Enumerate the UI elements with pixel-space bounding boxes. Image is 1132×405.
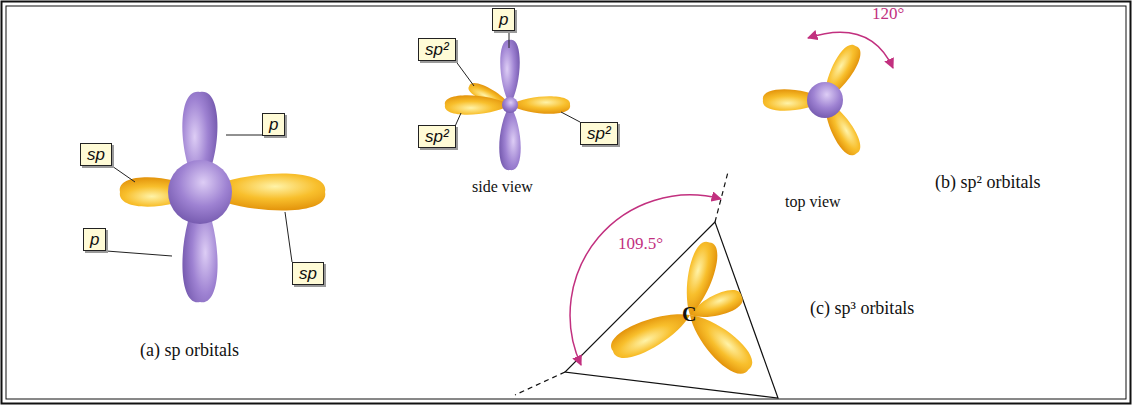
callout-text: sp² — [425, 40, 449, 59]
sp2-side-view-figure — [445, 40, 570, 170]
sp3-tetrahedron-figure — [515, 172, 778, 398]
callout-box: p — [492, 8, 515, 31]
atom-symbol: C — [682, 303, 696, 326]
callout-box: sp — [292, 262, 324, 285]
angle-label: 120° — [872, 4, 904, 24]
figure-caption: (a) sp orbitals — [140, 340, 239, 361]
leader-line — [226, 135, 262, 136]
leader-line — [561, 112, 580, 122]
callout-box: p — [262, 113, 285, 136]
leader-lines — [106, 31, 580, 262]
figure-caption: (c) sp³ orbitals — [810, 298, 914, 319]
angle-label: 109.5° — [618, 234, 663, 254]
leader-line — [106, 251, 172, 256]
callout-text: p — [499, 10, 508, 29]
figure-caption: (b) sp² orbitals — [935, 172, 1040, 193]
callout-text: p — [90, 230, 99, 249]
callout-text: p — [269, 115, 278, 134]
sp-orbital-figure — [120, 92, 325, 303]
figure-caption: top view — [785, 193, 841, 211]
leader-line — [112, 166, 135, 182]
leader-line — [456, 61, 474, 86]
callout-box: sp² — [418, 125, 456, 148]
figure-caption: side view — [472, 178, 533, 196]
callout-box: sp — [80, 143, 112, 166]
callout-box: sp² — [580, 122, 618, 145]
callout-box: p — [83, 228, 106, 251]
leader-line — [509, 31, 510, 48]
callout-box: sp² — [418, 38, 456, 61]
callout-text: sp — [87, 145, 105, 164]
callout-text: sp² — [425, 127, 449, 146]
leader-line — [285, 212, 292, 262]
callout-text: sp — [299, 264, 317, 283]
leader-line — [456, 113, 461, 125]
callout-text: sp² — [587, 124, 611, 143]
sp2-top-view-figure — [763, 32, 893, 159]
